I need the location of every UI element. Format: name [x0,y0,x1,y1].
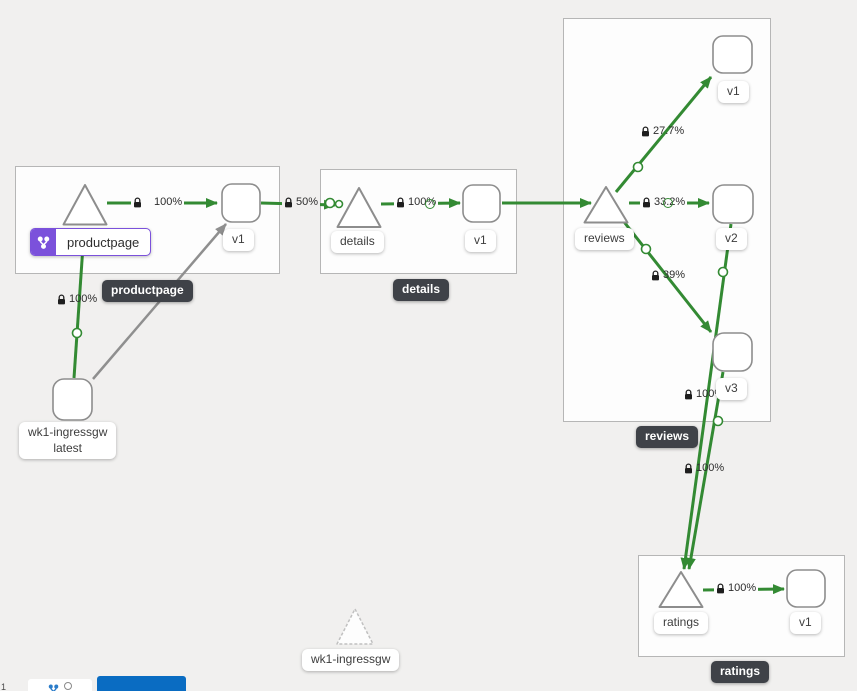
mtls-lock-icon [651,270,660,281]
mtls-lock-icon [684,463,693,474]
group-badge-productpage: productpage [102,280,193,302]
node-ingress-workload[interactable] [52,378,93,421]
node-label-reviews-v1[interactable]: v1 [718,81,749,103]
edge-label-v2-ratings: 100% [684,389,724,400]
edge-percentage: 100% [696,462,725,474]
node-label-reviews-v3[interactable]: v3 [716,378,747,400]
edge-point-icon [425,199,435,209]
edge-point-icon [717,266,729,278]
edge-point-icon [71,327,83,339]
edge-point-icon [663,198,673,208]
edge-label-ingress-productpage: 100% [57,294,97,305]
edge-label-reviews-v3: 39% [651,270,685,281]
node-reviews-v2[interactable] [712,184,754,224]
edge-label-ppv1-details: 50% [282,196,321,209]
node-reviews-service[interactable] [583,186,629,224]
virtual-service-icon [31,229,56,255]
node-productpage-service[interactable] [62,184,108,226]
node-label-reviews-v2[interactable]: v2 [716,228,747,250]
edge-reviewsv2-to-ratings[interactable] [680,223,733,570]
edge-percentage: 39% [663,269,686,281]
node-label-productpage-service[interactable]: productpage [30,228,152,256]
node-reviews-v3[interactable] [712,332,753,372]
edge-percentage: 50% [296,196,319,208]
mtls-lock-icon [396,197,405,208]
edge-point-icon [640,243,652,255]
node-details-v1[interactable] [462,184,501,223]
node-label-idle-ingress[interactable]: wk1-ingressgw [302,649,400,671]
mtls-lock-icon [133,197,142,208]
mtls-lock-icon [641,126,650,137]
zoom-indicator: 1 [1,682,10,691]
group-badge-ratings: ratings [711,661,770,683]
edge-label-v3-ratings: 100% [684,463,724,474]
mtls-lock-icon [716,583,725,594]
primary-action-button[interactable] [97,676,186,691]
node-reviews-v1[interactable] [712,35,753,74]
node-label-details-v1[interactable]: v1 [465,230,496,252]
mtls-lock-icon [284,197,293,208]
node-label-ratings-service[interactable]: ratings [654,612,709,634]
edge-percentage: 100% [69,293,98,305]
edge-percentage: 100% [154,196,183,208]
edge-label-reviews-v1: 27.7% [641,126,684,137]
mtls-lock-icon [642,197,651,208]
mtls-lock-icon [684,389,693,400]
graph-tool-button[interactable] [28,679,92,691]
node-ratings-service[interactable] [658,571,704,608]
edge-label-ratings-v1: 100% [714,582,759,595]
circle-icon [64,682,72,690]
node-idle-ingress[interactable] [336,608,374,645]
edge-reviewsv3-to-ratings[interactable] [685,371,725,570]
node-label-ratings-v1[interactable]: v1 [790,612,821,634]
edge-point-icon [334,199,344,209]
group-badge-reviews: reviews [636,426,699,448]
group-badge-details: details [393,279,450,301]
node-label-ingress-workload[interactable]: wk1-ingressgw latest [19,422,117,460]
edge-label-productpage-v1: 100% [131,196,185,209]
node-ratings-v1[interactable] [786,569,826,608]
edge-point-icon [632,161,644,173]
edge-percentage: 100% [408,196,437,208]
edge-percentage: 100% [728,582,757,594]
node-productpage-v1[interactable] [221,183,261,223]
edge-point-icon [712,415,724,427]
node-label-reviews-service[interactable]: reviews [575,228,634,250]
mtls-lock-icon [57,294,66,305]
node-label-productpage-v1[interactable]: v1 [223,229,254,251]
edge-reviews-to-v1[interactable] [614,76,713,193]
node-label-text: productpage [67,234,140,250]
edge-percentage: 100% [696,388,725,400]
node-label-details-service[interactable]: details [331,231,384,253]
edge-percentage: 27.7% [653,125,685,137]
edge-point-icon [324,197,336,209]
branch-icon [48,682,59,691]
node-details-service[interactable] [336,187,382,228]
